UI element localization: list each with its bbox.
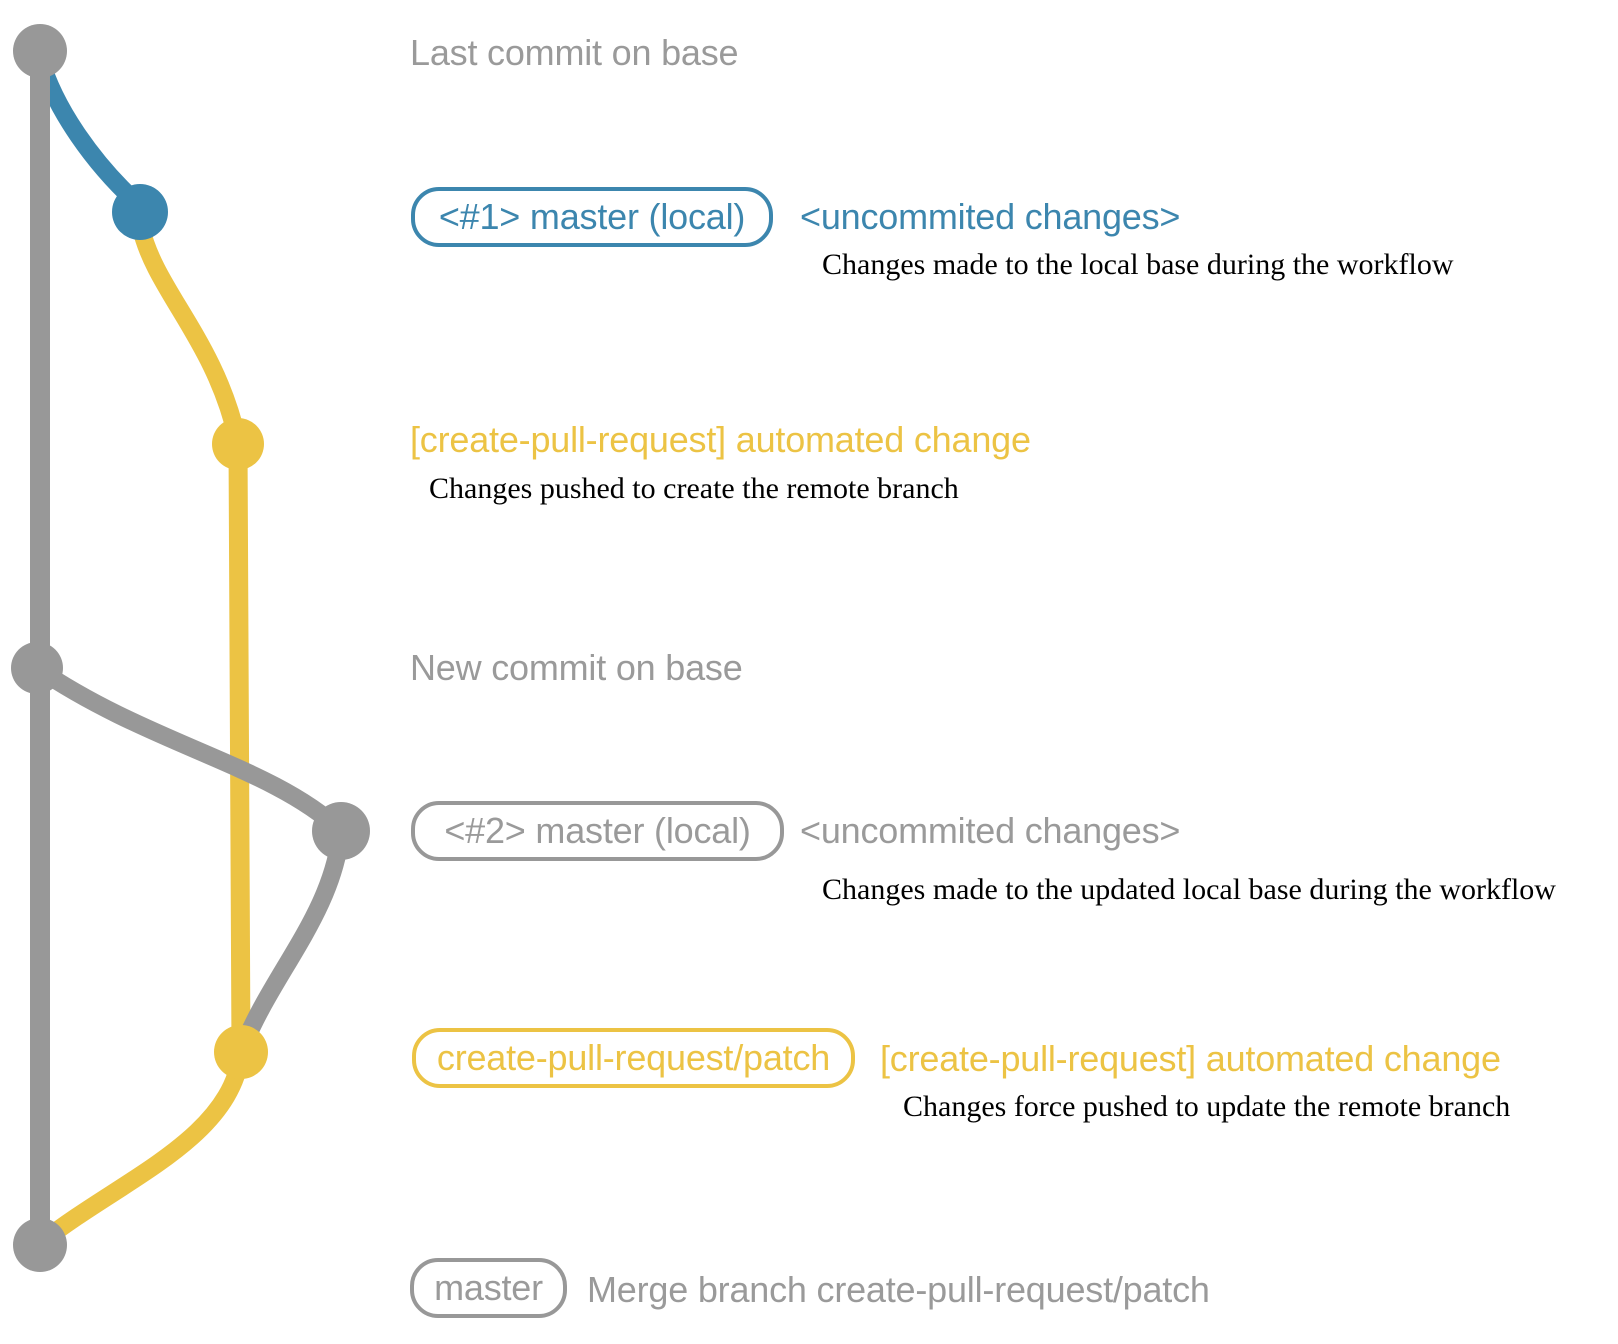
desc-local-changes-2: Changes made to the updated local base d… xyxy=(822,873,1556,906)
commit-node-local-1 xyxy=(112,184,168,240)
commit-node-local-2 xyxy=(312,802,370,860)
commit-node-patch-1 xyxy=(212,418,264,470)
branch-line-patch xyxy=(228,434,251,1062)
pill-master-local-2-label: <#2> master (local) xyxy=(444,810,751,851)
label-last-commit-on-base: Last commit on base xyxy=(410,32,739,73)
commit-node-patch-2 xyxy=(214,1025,268,1079)
note-merge-branch: Merge branch create-pull-request/patch xyxy=(587,1269,1210,1310)
pill-master-label: master xyxy=(434,1267,543,1308)
desc-force-push-update: Changes force pushed to update the remot… xyxy=(903,1090,1511,1123)
desc-local-changes-1: Changes made to the local base during th… xyxy=(822,248,1454,281)
pill-create-pull-request-patch-label: create-pull-request/patch xyxy=(436,1037,831,1078)
branch-curve-local-master-2 xyxy=(28,659,349,839)
label-new-commit-on-base: New commit on base xyxy=(410,647,743,688)
pill-master-local-2: <#2> master (local) xyxy=(411,801,784,861)
heading-automated-change-1: [create-pull-request] automated change xyxy=(410,419,1031,460)
pill-master: master xyxy=(410,1258,567,1318)
commit-node-new-base xyxy=(11,642,63,694)
branch-curve-patch-out xyxy=(132,219,246,447)
pill-create-pull-request-patch: create-pull-request/patch xyxy=(412,1028,855,1088)
commit-node-merge xyxy=(13,1218,67,1272)
commit-node-last-base xyxy=(13,24,67,78)
pill-master-local-1-label: <#1> master (local) xyxy=(438,196,746,237)
note-uncommited-changes-2: <uncommited changes> xyxy=(800,810,1181,851)
branch-curve-merge xyxy=(33,1045,250,1251)
pill-master-local-1: <#1> master (local) xyxy=(411,187,773,247)
desc-push-create: Changes pushed to create the remote bran… xyxy=(429,472,959,505)
branch-curve-rebase xyxy=(232,822,350,1061)
heading-automated-change-2: [create-pull-request] automated change xyxy=(880,1038,1501,1079)
note-uncommited-changes-1: <uncommited changes> xyxy=(800,196,1181,237)
branch-curve-local-master-1 xyxy=(31,49,147,213)
